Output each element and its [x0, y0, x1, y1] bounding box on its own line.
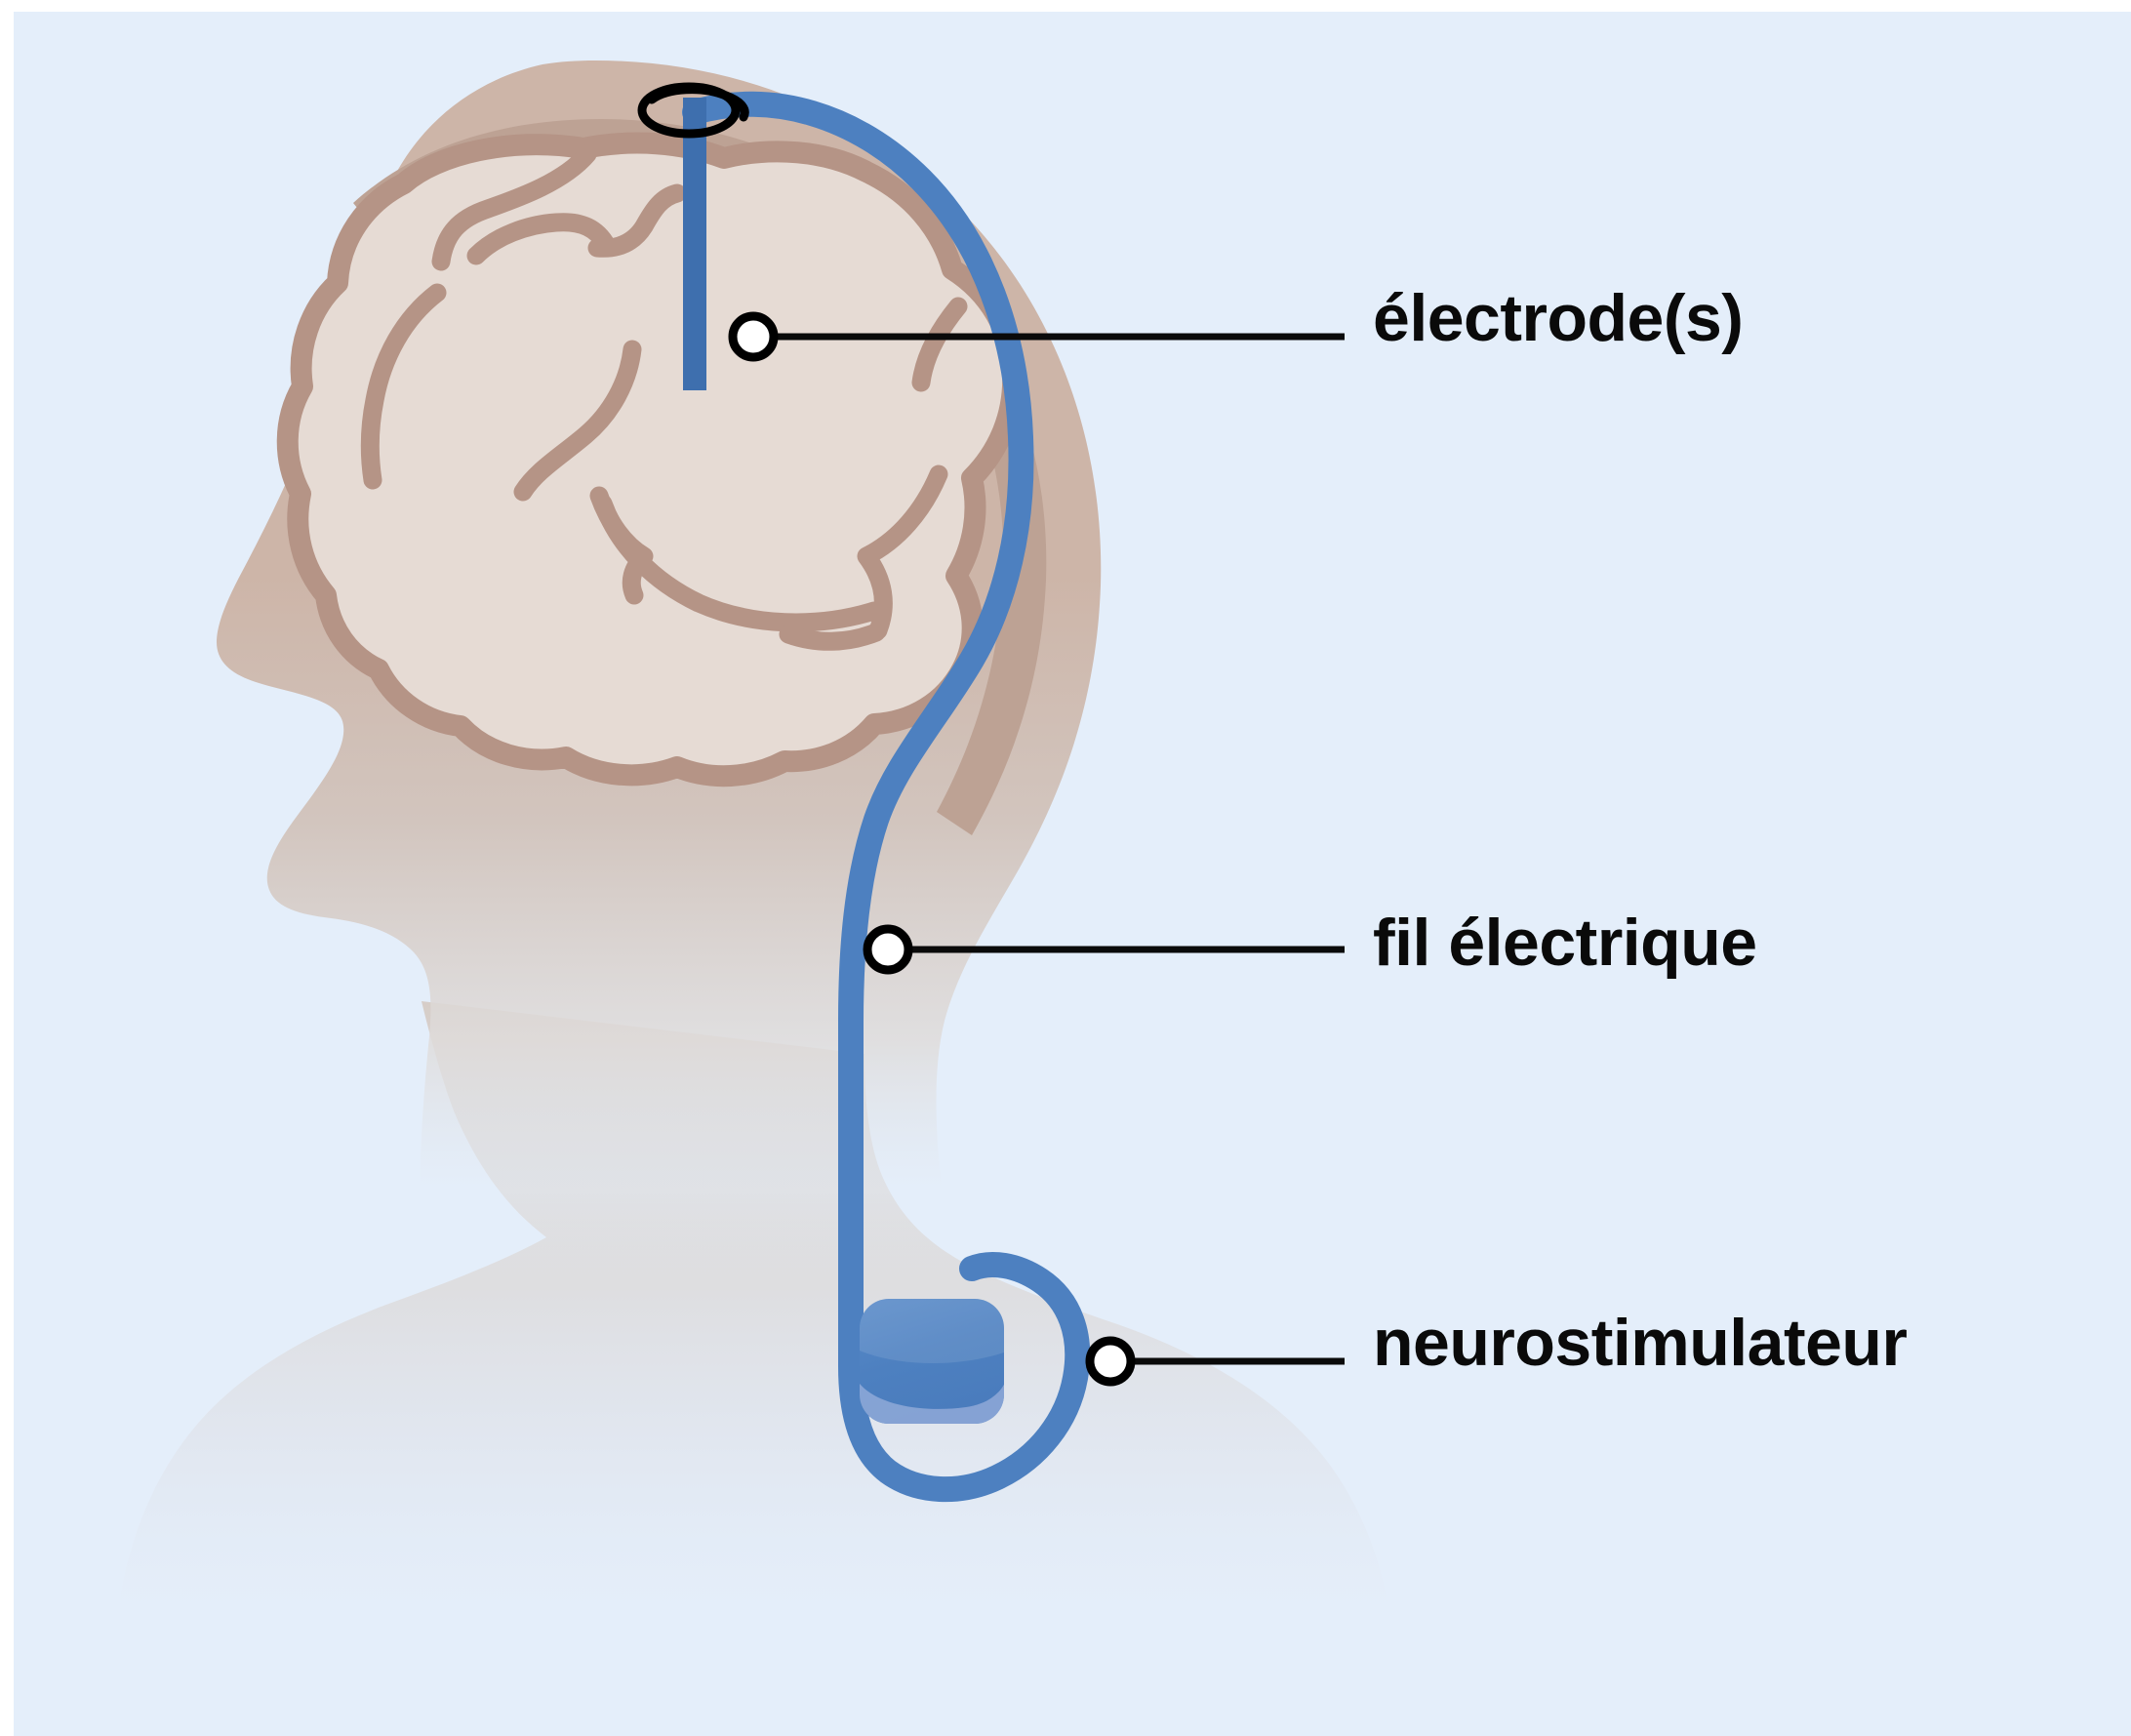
brain-sulcus-occipital	[911, 297, 968, 392]
label-electrode: électrode(s)	[1373, 281, 1744, 355]
callout-dot-neurostimulateur[interactable]	[1085, 1336, 1136, 1387]
neurostimulator-gloss	[860, 1299, 1004, 1364]
brain-sulcus-central	[513, 340, 642, 502]
callout-electrode	[728, 311, 1345, 362]
brain-sulcus-frontal-2	[466, 213, 617, 265]
burr-hole-inner-arc	[647, 85, 749, 122]
torso-silhouette	[109, 1001, 1395, 1727]
callout-fil	[863, 924, 1345, 975]
neurostimulator-highlight	[860, 1368, 1004, 1424]
brain-sulcus-frontal-1	[431, 144, 597, 271]
brain-cerebellum-arc-1	[589, 486, 654, 605]
electrical-wire	[682, 91, 1091, 1503]
label-fil-electrique: fil électrique	[1373, 906, 1757, 980]
brain-illustration	[276, 132, 1025, 787]
brain-cerebellum-arc-3	[779, 623, 886, 651]
neurostimulator-body	[860, 1299, 1004, 1424]
label-neurostimulateur: neurostimulateur	[1373, 1306, 1908, 1380]
brain-sulcus-frontal-4	[360, 283, 447, 490]
callout-neurostimulateur	[1085, 1336, 1345, 1387]
brain-cerebellum-arc-2	[857, 464, 948, 640]
neurostimulator-device	[860, 1299, 1004, 1424]
brain-sulcus-frontal-3	[587, 183, 687, 258]
callout-dot-fil[interactable]	[863, 924, 913, 975]
callout-dot-electrode[interactable]	[728, 311, 779, 362]
brain-body	[276, 132, 1025, 787]
